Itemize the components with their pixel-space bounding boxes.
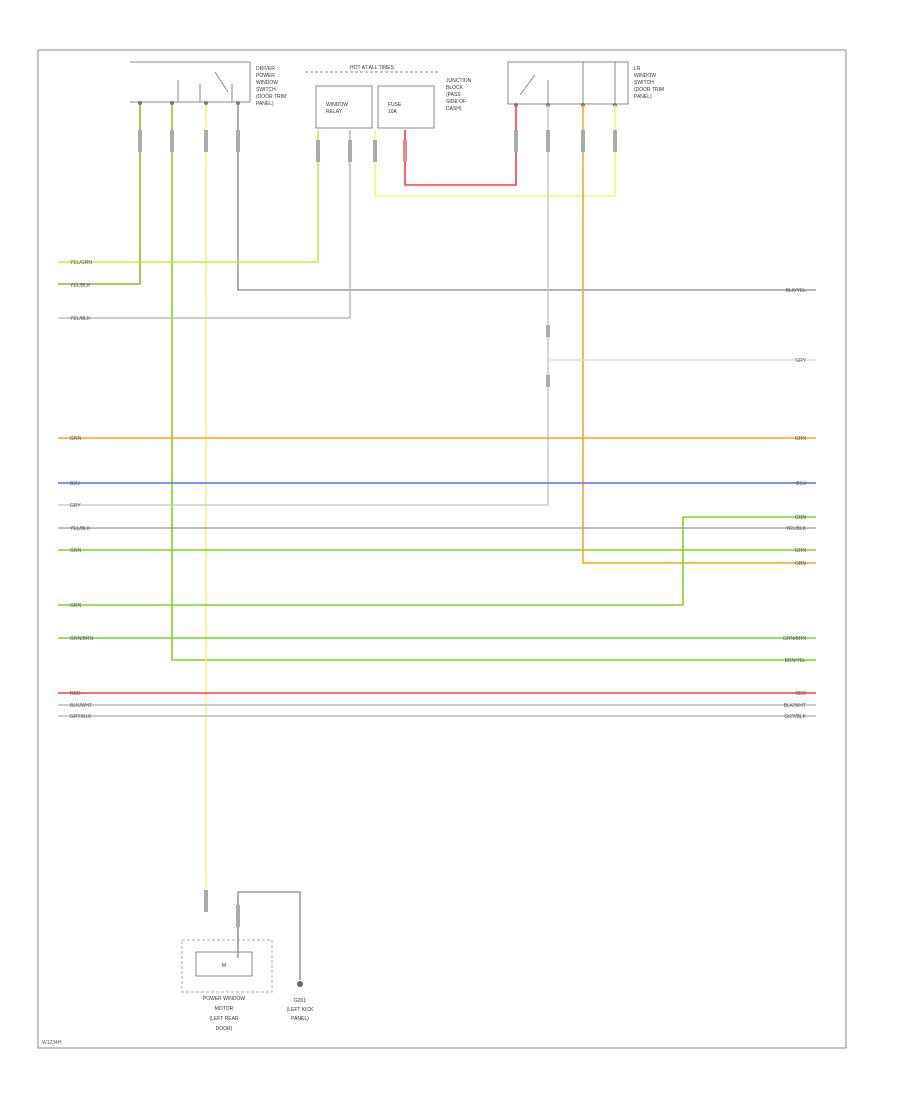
footer-code: W1234H (42, 1040, 62, 1046)
wire-label: BLU (796, 481, 806, 487)
wire-green-jog (58, 516, 816, 606)
caption-line: PANEL) (634, 94, 652, 100)
wire-white (58, 105, 549, 506)
wire-label: GRN (70, 603, 82, 609)
wire-label: GRY (70, 503, 81, 509)
caption-line: BLOCK (446, 85, 464, 91)
caption-line: WINDOW (256, 80, 278, 86)
junction-caption: JUNCTION BLOCK (PASS SIDE OF DASH) (446, 78, 472, 112)
caption-line: (DOOR TRIM (634, 87, 664, 93)
connector-stubs (138, 130, 617, 927)
driver-window-switch: DRIVER POWER WINDOW SWITCH (DOOR TRIM PA… (130, 61, 286, 107)
caption-line: PANEL) (256, 101, 274, 107)
wire-label: GRY/BLK (784, 714, 806, 720)
caption-line: POWER WINDOW (203, 996, 245, 1002)
relay-label: RELAY (326, 109, 343, 115)
wire-label: BLU (70, 481, 80, 487)
wires (58, 105, 816, 980)
wire-label: ORN (795, 561, 807, 567)
wire-label: YEL/BLK (786, 526, 807, 532)
relay-label: WINDOW (326, 102, 348, 108)
driver-switch-caption: DRIVER POWER WINDOW SWITCH (DOOR TRIM PA… (256, 66, 286, 107)
wire-label: YEL/BLK (70, 283, 91, 289)
wire-label: BLK/YEL (786, 288, 807, 294)
wire-label: YEL/BLK (70, 526, 91, 532)
wire-label: YEL/BLK (70, 316, 91, 322)
caption-line: DOOR) (216, 1026, 233, 1032)
wire-label: GRN (70, 548, 82, 554)
wire-label: YEL/GRN (70, 260, 92, 266)
wire-label: RED (70, 691, 81, 697)
fuse-label: FUSE (388, 102, 402, 108)
wire-gray (237, 105, 816, 291)
window-motor: M POWER WINDOW MOTOR (LEFT REAR DOOR) (181, 939, 273, 1032)
wire-red-short (404, 105, 517, 186)
wire-label: GRN (795, 436, 807, 442)
wire-olive (58, 105, 141, 285)
caption-line: DASH) (446, 106, 462, 112)
fuse-label: 10A (388, 109, 398, 115)
lr-window-switch: LR WINDOW SWITCH (DOOR TRIM PANEL) (507, 61, 664, 107)
caption-line: (LEFT REAR (209, 1016, 238, 1022)
caption-line: JUNCTION (446, 78, 472, 84)
diagram-border (37, 49, 847, 1049)
caption-line: WINDOW (634, 73, 656, 79)
wire-yellow-loop (374, 105, 616, 197)
left-wire-labels: YEL/GRN YEL/BLK YEL/BLK GRN BLU GRY YEL/… (70, 260, 93, 720)
caption-line: SWITCH (634, 80, 654, 86)
junction-header: HOT AT ALL TIMES (350, 65, 395, 71)
caption-line: SIDE OF (446, 99, 466, 105)
wire-gray-2 (58, 130, 351, 319)
caption-line: SWITCH (256, 87, 276, 93)
wire-label: BRN/YEL (785, 658, 807, 664)
wire-label: GRN (70, 436, 82, 442)
caption-line: (DOOR TRIM (256, 94, 286, 100)
caption-line: LR (634, 66, 641, 72)
wire-label: GRY (795, 358, 806, 364)
wire-label: GRN/BRN (783, 636, 806, 642)
caption-line: G201 (294, 998, 306, 1004)
caption-line: (LEFT KICK (287, 1007, 315, 1013)
wire-label: BLK/WHT (784, 703, 806, 709)
caption-line: DRIVER (256, 66, 275, 72)
junction-block: HOT AT ALL TIMES WINDOW RELAY FUSE 10A J… (305, 65, 472, 129)
wire-label: GRN (795, 548, 807, 554)
wire-gray-motor (237, 891, 301, 980)
caption-line: (PASS (446, 92, 461, 98)
caption-line: POWER (256, 73, 275, 79)
lr-switch-caption: LR WINDOW SWITCH (DOOR TRIM PANEL) (634, 66, 664, 100)
wire-label: BLK/WHT (70, 703, 92, 709)
motor-caption: POWER WINDOW MOTOR (LEFT REAR DOOR) (203, 996, 245, 1032)
right-wire-labels: BLK/YEL GRY GRN BLU GRN YEL/BLK GRN ORN … (783, 288, 807, 720)
caption-line: MOTOR (215, 1006, 234, 1012)
wire-lime (58, 130, 319, 263)
ground-point: G201 (LEFT KICK PANEL) (287, 981, 315, 1022)
wire-label: GRN (795, 515, 807, 521)
wire-label: RED (795, 691, 806, 697)
wire-label: GRY/BLK (70, 714, 92, 720)
wire-label: GRN/BRN (70, 636, 93, 642)
wire-orange-short (582, 105, 816, 564)
motor-label: M (222, 963, 226, 969)
caption-line: PANEL) (291, 1016, 309, 1022)
wire-green-long (171, 105, 816, 661)
